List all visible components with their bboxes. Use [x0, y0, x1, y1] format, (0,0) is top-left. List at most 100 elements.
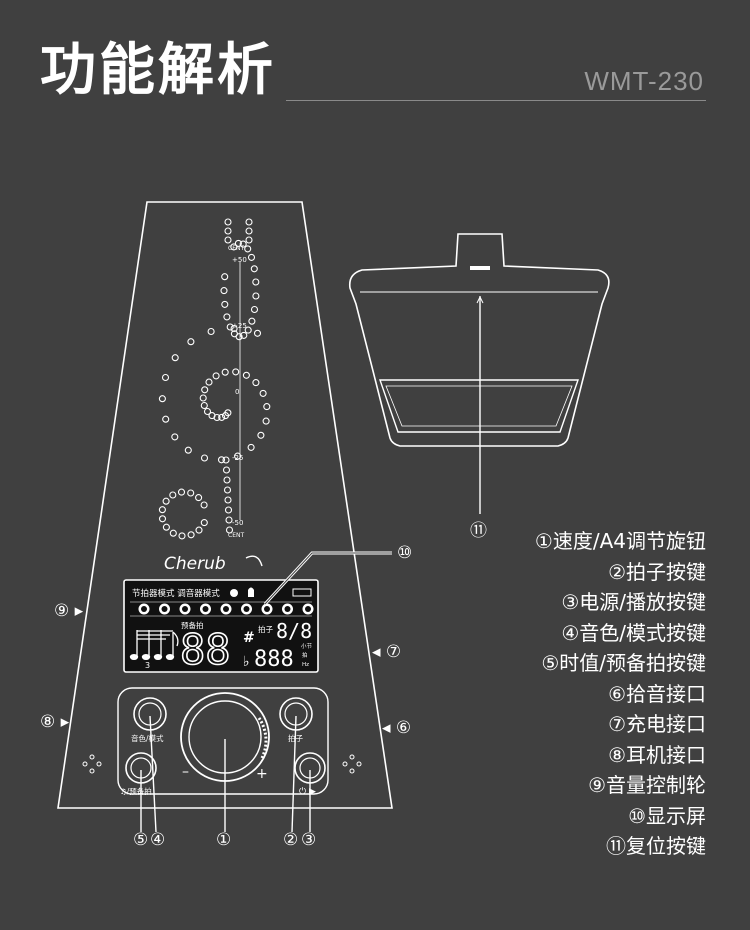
scale-mark-m25: -25 [232, 454, 243, 462]
clef-dot [207, 327, 215, 336]
clef-dot [177, 488, 186, 496]
clef-dot [195, 494, 203, 502]
page-title: 功能解析 [40, 38, 276, 103]
clef-dot [234, 452, 242, 460]
lcd-beat-value: 8/8 [276, 619, 312, 643]
knob-minus: – [182, 764, 189, 780]
clef-dot [195, 526, 203, 534]
scale-mark-p25: +25 [232, 322, 247, 330]
tone-mode-button [133, 697, 167, 731]
callout-10: ⑩ [397, 543, 413, 563]
clef-dot [245, 218, 253, 226]
clef-dot [218, 413, 226, 421]
clef-dot [223, 486, 232, 494]
clef-dot [201, 386, 209, 394]
callout-3: ③ [301, 830, 317, 850]
clef-dot [187, 489, 195, 497]
clef-dot [203, 407, 212, 416]
callout-11: ⑪ [470, 521, 487, 541]
callout-5: ⑤ [133, 830, 149, 850]
clef-dot [220, 287, 228, 295]
clef-dot [222, 466, 231, 474]
clef-dot [223, 476, 231, 484]
clef-dot [222, 456, 230, 464]
callout-4: ④ [150, 830, 166, 850]
scale-bottom-label: CENT [228, 532, 244, 539]
clef-dot [230, 324, 238, 333]
lcd-flat: ♭ [243, 654, 250, 670]
legend-item-4: ④音色/模式按键 [561, 620, 706, 645]
clef-dot [240, 331, 248, 339]
clef-dot [224, 218, 232, 226]
tone-mode-label: 音色/模式 [131, 733, 164, 743]
clef-dot [263, 403, 271, 411]
clef-dot [245, 236, 253, 244]
clef-dot [244, 326, 252, 334]
clef-dot [178, 532, 186, 540]
clef-dot [187, 338, 195, 346]
clef-dot [221, 412, 230, 420]
legend-item-5: ⑤时值/预备拍按键 [541, 651, 706, 675]
clef-dot [199, 394, 207, 402]
treble-clef-dots [158, 218, 271, 540]
clef-dot [252, 292, 260, 300]
lcd-unit-beat: 拍 [302, 651, 308, 659]
clef-dot [247, 253, 256, 261]
clef-dot [245, 227, 253, 235]
clef-dot [200, 454, 209, 462]
clef-dot [162, 497, 170, 505]
clef-dot [224, 236, 232, 244]
clef-dot [223, 313, 231, 321]
right-speaker-dots [342, 754, 362, 774]
brand-logo: Cherub [164, 554, 226, 574]
clef-dot [161, 373, 170, 382]
clef-dot [250, 265, 258, 273]
legend-item-8: ⑧耳机接口 [608, 742, 706, 767]
legend-item-2: ②拍子按键 [608, 559, 706, 584]
clef-dot [242, 371, 250, 379]
left-speaker-dots [82, 754, 102, 774]
clef-dot [200, 519, 208, 527]
callout-2: ② [283, 830, 299, 850]
clef-dot [221, 273, 229, 281]
power-play-label: ⏻ ▶ [299, 786, 316, 797]
clef-dot [205, 378, 213, 386]
clef-dot [217, 456, 226, 464]
lcd-triplet: 3 [145, 661, 150, 670]
clef-dot [184, 446, 192, 454]
lcd-small-digits: 888 [254, 647, 294, 672]
clef-dot [230, 330, 238, 338]
clef-dot [200, 401, 208, 410]
clef-dot [169, 491, 177, 499]
lcd-beat-indicators [138, 603, 314, 615]
time-value-label: ♫/预备拍 [120, 786, 152, 796]
clef-dot [187, 531, 195, 539]
device-side-view [348, 233, 610, 447]
clef-dot [232, 368, 240, 376]
lcd-unit-hz: Hz [302, 662, 309, 668]
callout-leaders [140, 715, 311, 833]
clef-dot [169, 529, 177, 537]
clef-dot [162, 415, 170, 423]
clef-dot [221, 300, 229, 308]
clef-dot [253, 329, 262, 337]
scale-mark-m50: -50 [232, 519, 243, 527]
scale-mark-0: 0 [235, 388, 239, 396]
lcd-sharp: # [243, 630, 255, 646]
clef-dot [224, 506, 233, 514]
control-panel [117, 687, 329, 795]
clef-dot [239, 240, 247, 248]
clef-dot [262, 417, 270, 425]
clef-dot [250, 305, 259, 314]
metronome-body [57, 201, 393, 809]
callout-9: ⑨ ▸ [54, 601, 84, 621]
legend-item-3: ③电源/播放按键 [561, 590, 706, 614]
lcd-mode-text: 节拍器模式 调音器模式 [132, 588, 220, 599]
clef-dot [248, 317, 256, 325]
callout-8: ⑧ ▸ [40, 712, 70, 732]
legend-item-9: ⑨音量控制轮 [588, 773, 706, 797]
clef-dot [224, 227, 232, 235]
clef-dot [234, 239, 242, 247]
clef-dot [171, 354, 179, 362]
